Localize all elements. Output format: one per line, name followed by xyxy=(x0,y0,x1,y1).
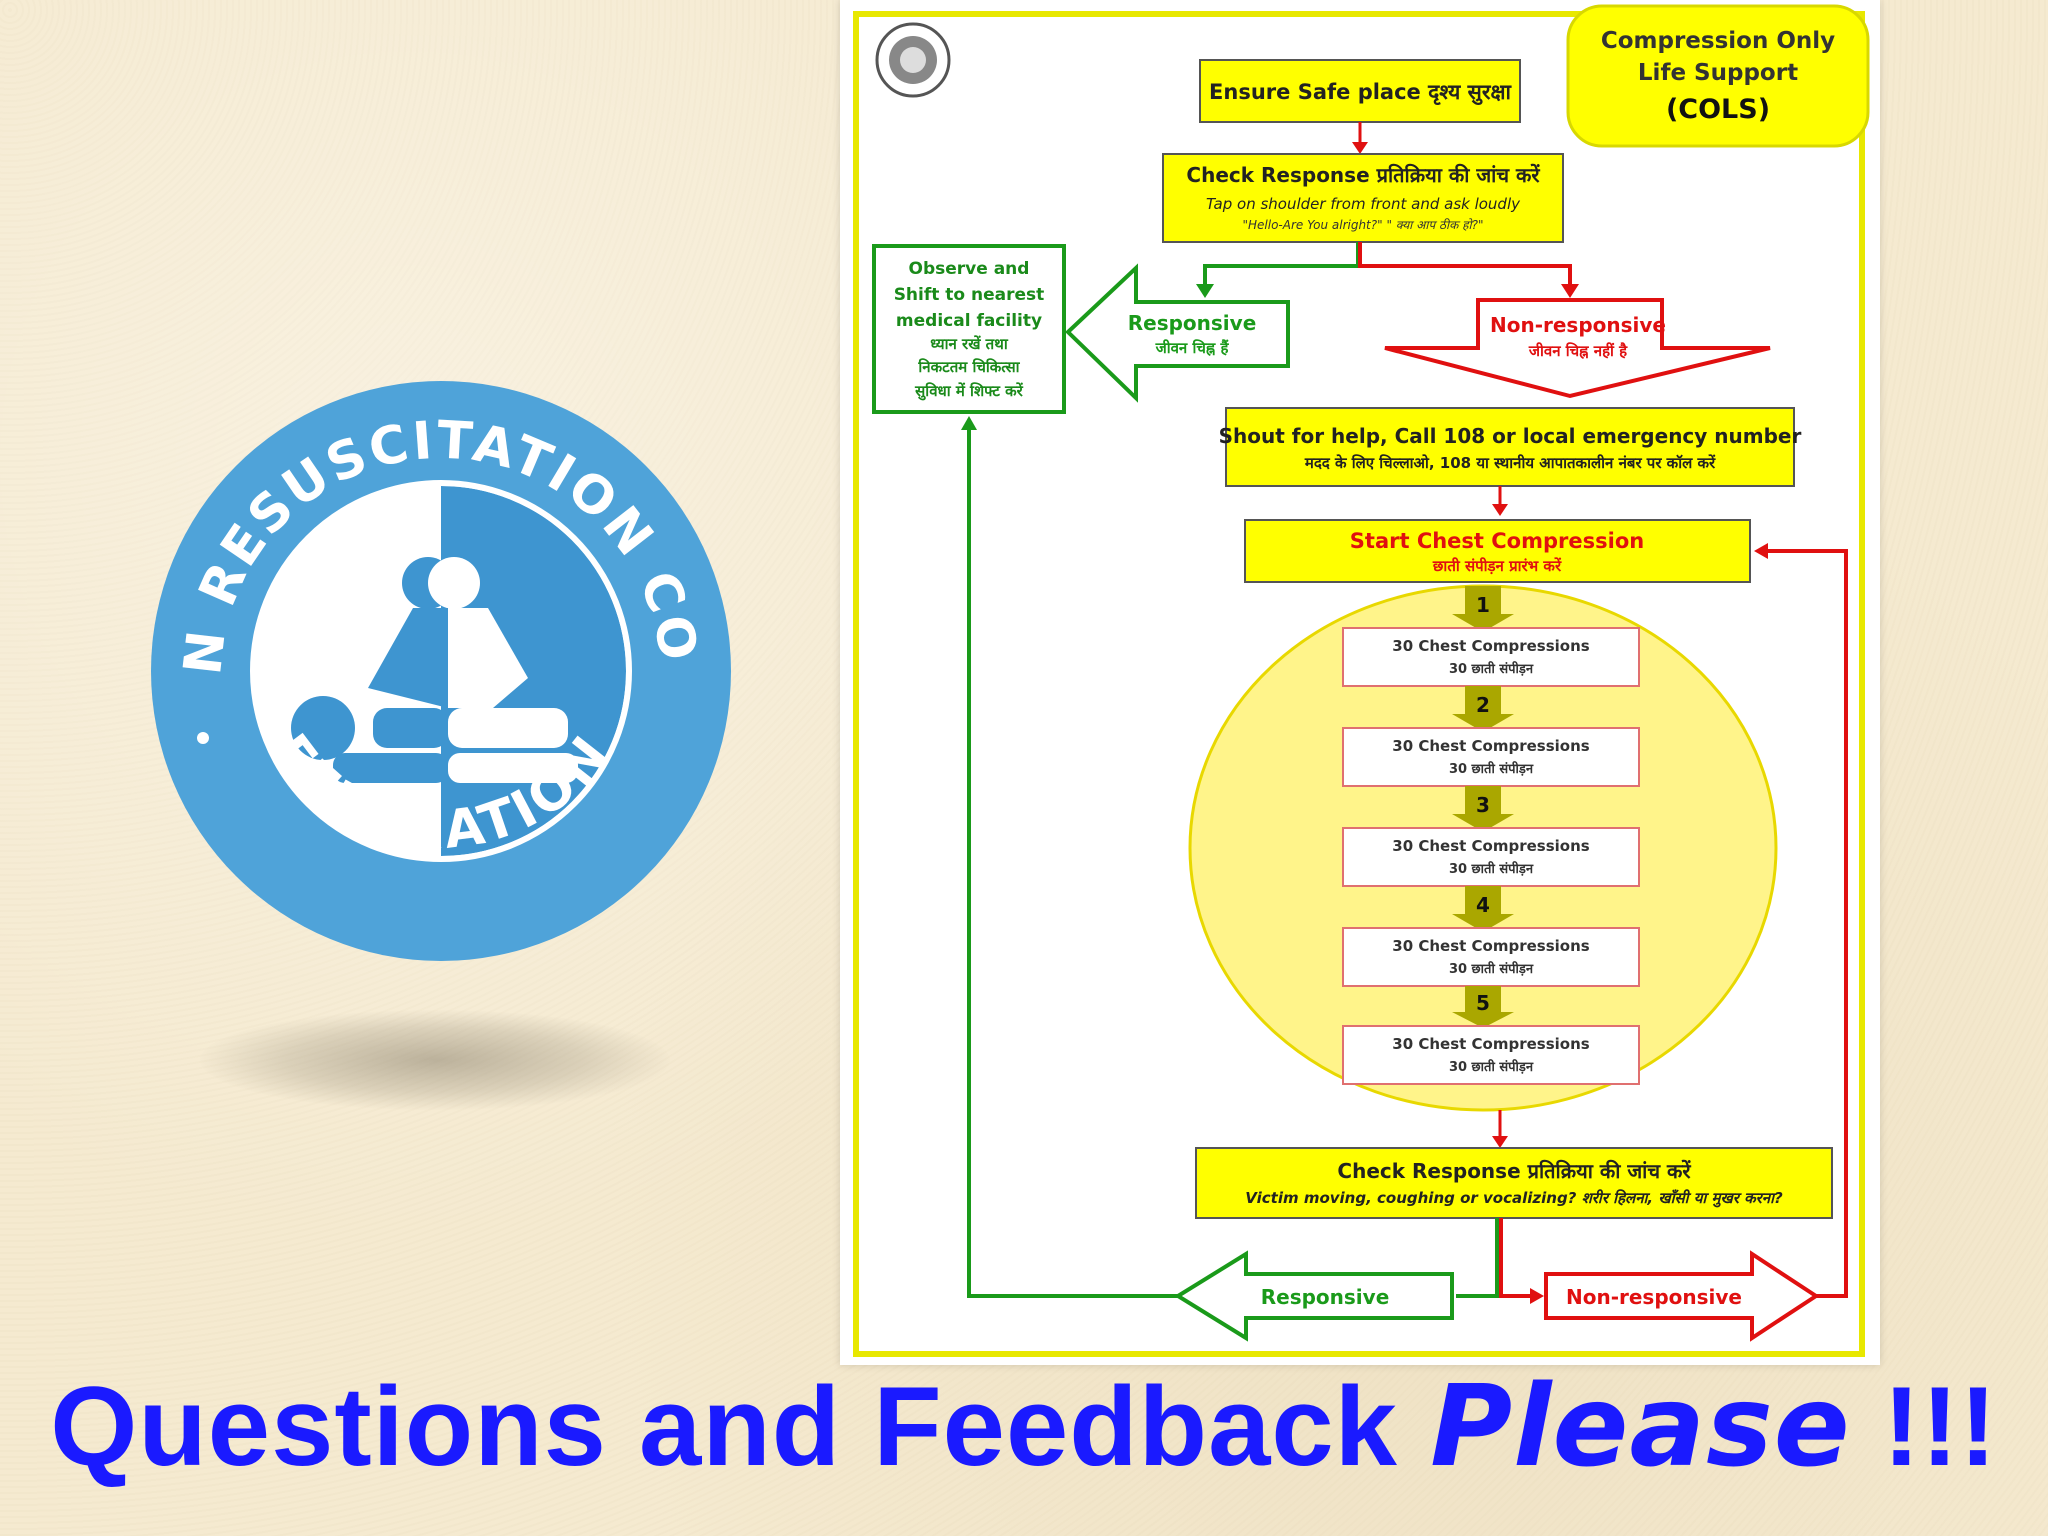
step-check-response: Check Response प्रतिक्रिया की जांच करें … xyxy=(1162,153,1564,243)
step-check-response-sub1: Tap on shoulder from front and ask loudl… xyxy=(1206,195,1521,213)
cycle-5-hi: 30 छाती संपीड़न xyxy=(1449,1059,1534,1075)
step-recheck-response: Check Response प्रतिक्रिया की जांच करें … xyxy=(1195,1147,1833,1219)
observe-line-4: ध्यान रखें तथा xyxy=(930,335,1009,353)
step-check-response-sub2: "Hello-Are You alright?" " क्या आप ठीक ह… xyxy=(1243,218,1484,232)
closing-main: Questions and Feedback xyxy=(50,1364,1431,1489)
shout-hi: मदद के लिए चिल्लाओ, 108 या स्थानीय आपातक… xyxy=(1304,454,1716,472)
cols-flowchart-panel: Compression Only Life Support (COLS) Ens… xyxy=(840,0,1880,1365)
cycle-1-hi: 30 छाती संपीड़न xyxy=(1449,661,1534,677)
nonresponsive-top-arrow: Non-responsive जीवन चिह्न नहीं है xyxy=(1384,298,1771,399)
irc-federation-logo: INDIAN RESUSCITATION COUNCIL FEDERATION xyxy=(125,331,734,964)
start-cc-en: Start Chest Compression xyxy=(1350,529,1644,553)
step-ensure-safe-label: Ensure Safe place दृश्य सुरक्षा xyxy=(1209,80,1512,106)
cycle-4-en: 30 Chest Compressions xyxy=(1392,937,1590,955)
step-start-chest-compression: Start Chest Compression छाती संपीड़न प्र… xyxy=(1244,519,1751,583)
cycle-1-en: 30 Chest Compressions xyxy=(1392,637,1590,655)
cycle-2-hi: 30 छाती संपीड़न xyxy=(1449,761,1534,777)
observe-line-2: Shift to nearest xyxy=(894,285,1045,305)
cols-title-line1: Compression Only xyxy=(1601,28,1835,54)
flowchart-border xyxy=(853,11,1865,1357)
cycle-2-number: 2 xyxy=(1476,693,1490,717)
observe-line-1: Observe and xyxy=(909,259,1030,279)
logo-dot xyxy=(197,732,209,744)
cycle-4-number: 4 xyxy=(1476,893,1490,917)
observe-shift-box: Observe and Shift to nearest medical fac… xyxy=(872,244,1066,414)
observe-line-3: medical facility xyxy=(896,311,1042,331)
responsive-top-arrow: Responsive जीवन चिह्न हैं xyxy=(1065,263,1290,403)
loop-to-compression-line xyxy=(1762,549,1848,1298)
cycle-2-en: 30 Chest Compressions xyxy=(1392,737,1590,755)
responsive-top-hi: जीवन चिह्न हैं xyxy=(1155,339,1230,357)
cols-title-line3: (COLS) xyxy=(1666,94,1770,125)
recheck-title: Check Response प्रतिक्रिया की जांच करें xyxy=(1337,1159,1691,1183)
responsive-bottom-arrow: Responsive xyxy=(1174,1250,1454,1342)
cycle-5: 5 30 Chest Compressions 30 छाती संपीड़न xyxy=(1342,986,1640,1085)
nonresponsive-bottom-arrow: Non-responsive xyxy=(1544,1250,1820,1342)
organization-seal-icon xyxy=(875,22,951,98)
cycle-4-hi: 30 छाती संपीड़न xyxy=(1449,961,1534,977)
cycle-3: 3 30 Chest Compressions 30 छाती संपीड़न xyxy=(1342,786,1640,887)
step-ensure-safe: Ensure Safe place दृश्य सुरक्षा xyxy=(1199,59,1521,123)
closing-title: Questions and Feedback Please !!! xyxy=(0,1362,2048,1492)
step-check-response-title: Check Response प्रतिक्रिया की जांच करें xyxy=(1186,163,1540,187)
cols-title-line2: Life Support xyxy=(1638,60,1798,86)
responsive-top-en: Responsive xyxy=(1128,311,1257,335)
cycle-4: 4 30 Chest Compressions 30 छाती संपीड़न xyxy=(1342,886,1640,987)
cycle-1-number: 1 xyxy=(1476,593,1490,617)
cycle-3-en: 30 Chest Compressions xyxy=(1392,837,1590,855)
loop-to-observe-line xyxy=(967,424,1178,1298)
responsive-bottom-label: Responsive xyxy=(1261,1285,1390,1309)
nonresponsive-top-hi: जीवन चिह्न नहीं है xyxy=(1528,342,1628,360)
shout-en: Shout for help, Call 108 or local emerge… xyxy=(1219,424,1802,448)
nonresponsive-bottom-label: Non-responsive xyxy=(1566,1285,1742,1309)
recheck-sub: Victim moving, coughing or vocalizing? श… xyxy=(1245,1189,1783,1208)
cycle-3-number: 3 xyxy=(1476,793,1490,817)
closing-please: Please xyxy=(1430,1362,1851,1492)
step-shout-for-help: Shout for help, Call 108 or local emerge… xyxy=(1219,407,1802,487)
cycle-5-number: 5 xyxy=(1476,991,1490,1015)
cycle-5-en: 30 Chest Compressions xyxy=(1392,1035,1590,1053)
logo-shadow xyxy=(200,1010,670,1110)
nonresponsive-top-en: Non-responsive xyxy=(1490,313,1666,337)
closing-suffix: !!! xyxy=(1850,1364,1998,1489)
observe-line-5: निकटतम चिकित्सा xyxy=(917,358,1020,376)
start-cc-hi: छाती संपीड़न प्रारंभ करें xyxy=(1432,557,1562,575)
patient-head-icon xyxy=(291,696,355,760)
cycle-3-hi: 30 छाती संपीड़न xyxy=(1449,861,1534,877)
cols-title-box: Compression Only Life Support (COLS) xyxy=(1566,4,1870,148)
observe-line-6: सुविधा में शिफ्ट करें xyxy=(914,382,1023,401)
